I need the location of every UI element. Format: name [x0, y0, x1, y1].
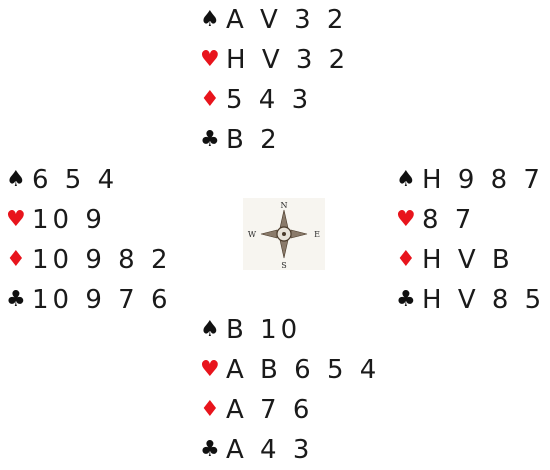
east-hand: ♠H 9 8 7 ♥8 7 ♦H V B ♣H V 8 5	[396, 160, 545, 320]
heart-icon: ♥	[200, 350, 226, 390]
north-clubs-cards: B 2	[226, 120, 281, 160]
east-spades-line: ♠H 9 8 7	[396, 160, 545, 200]
spade-icon: ♠	[6, 160, 32, 200]
west-diamonds-cards: 10 9 8 2	[32, 240, 172, 280]
compass-rose-icon: N S E W	[243, 198, 325, 270]
club-icon: ♣	[200, 120, 226, 160]
west-spades-cards: 6 5 4	[32, 160, 118, 200]
east-spades-cards: H 9 8 7	[422, 160, 544, 200]
east-hearts-line: ♥8 7	[396, 200, 545, 240]
north-hand: ♠A V 3 2 ♥H V 3 2 ♦5 4 3 ♣B 2	[200, 0, 349, 160]
spade-icon: ♠	[200, 310, 226, 350]
west-clubs-line: ♣10 9 7 6	[6, 280, 172, 320]
north-hearts-line: ♥H V 3 2	[200, 40, 349, 80]
heart-icon: ♥	[200, 40, 226, 80]
spade-icon: ♠	[200, 0, 226, 40]
north-spades-cards: A V 3 2	[226, 0, 347, 40]
north-hearts-cards: H V 3 2	[226, 40, 349, 80]
compass-east-label: E	[314, 230, 320, 239]
south-hearts-line: ♥A B 6 5 4	[200, 350, 380, 390]
compass-west-label: W	[248, 230, 257, 239]
east-diamonds-line: ♦H V B	[396, 240, 545, 280]
south-hand: ♠B 10 ♥A B 6 5 4 ♦A 7 6 ♣A 4 3	[200, 310, 380, 470]
north-clubs-line: ♣B 2	[200, 120, 349, 160]
east-clubs-line: ♣H V 8 5	[396, 280, 545, 320]
diamond-icon: ♦	[200, 80, 226, 120]
south-diamonds-line: ♦A 7 6	[200, 390, 380, 430]
south-clubs-cards: A 4 3	[226, 430, 313, 470]
north-diamonds-cards: 5 4 3	[226, 80, 312, 120]
club-icon: ♣	[200, 430, 226, 470]
west-hand: ♠6 5 4 ♥10 9 ♦10 9 8 2 ♣10 9 7 6	[6, 160, 172, 320]
south-hearts-cards: A B 6 5 4	[226, 350, 380, 390]
spade-icon: ♠	[396, 160, 422, 200]
compass-south-label: S	[281, 261, 286, 270]
club-icon: ♣	[6, 280, 32, 320]
heart-icon: ♥	[396, 200, 422, 240]
south-spades-line: ♠B 10	[200, 310, 380, 350]
club-icon: ♣	[396, 280, 422, 320]
east-clubs-cards: H V 8 5	[422, 280, 545, 320]
diamond-icon: ♦	[396, 240, 422, 280]
diamond-icon: ♦	[200, 390, 226, 430]
north-diamonds-line: ♦5 4 3	[200, 80, 349, 120]
south-spades-cards: B 10	[226, 310, 301, 350]
compass-north-label: N	[281, 201, 288, 210]
west-hearts-cards: 10 9	[32, 200, 106, 240]
west-hearts-line: ♥10 9	[6, 200, 172, 240]
north-spades-line: ♠A V 3 2	[200, 0, 349, 40]
heart-icon: ♥	[6, 200, 32, 240]
diamond-icon: ♦	[6, 240, 32, 280]
west-spades-line: ♠6 5 4	[6, 160, 172, 200]
west-clubs-cards: 10 9 7 6	[32, 280, 172, 320]
south-diamonds-cards: A 7 6	[226, 390, 313, 430]
west-diamonds-line: ♦10 9 8 2	[6, 240, 172, 280]
south-clubs-line: ♣A 4 3	[200, 430, 380, 470]
east-hearts-cards: 8 7	[422, 200, 475, 240]
east-diamonds-cards: H V B	[422, 240, 514, 280]
